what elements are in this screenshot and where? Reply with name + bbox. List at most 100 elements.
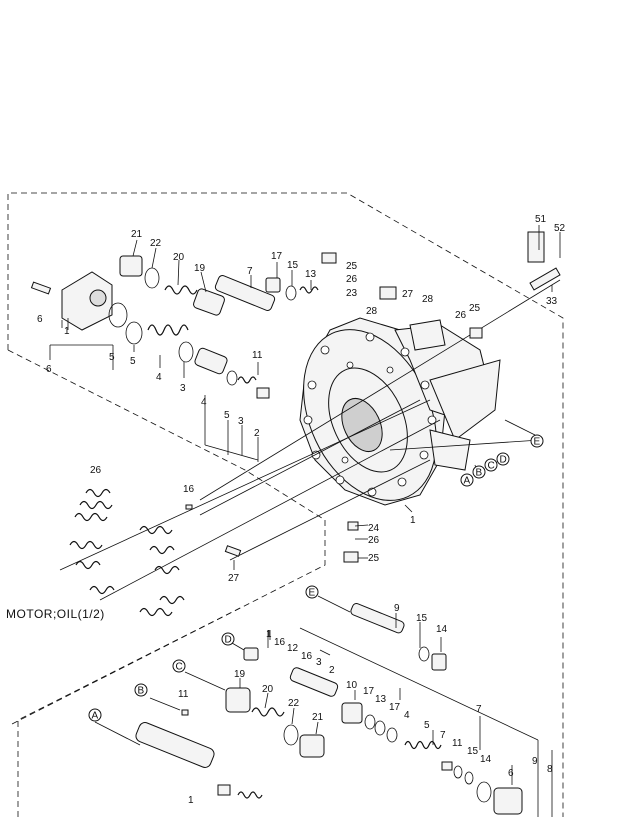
diagram-caption: MOTOR;OIL(1/2) [6,607,105,621]
callout-2: 2 [254,428,260,439]
callout-3: 3 [316,657,322,668]
spool-a-lower [135,722,215,768]
callout-19: 19 [194,263,206,274]
bolt-33 [529,267,561,291]
pin-7c [441,761,453,771]
callout-6: 6 [37,314,43,325]
o-ring-22b [283,724,299,746]
pin-11b [181,709,189,716]
callout-27: 27 [402,289,414,300]
motor-housing [299,317,501,506]
ref-letter-e: E [309,588,316,599]
callout-labels: 51 52 33 21 22 20 19 7 17 15 13 25 26 23… [37,214,566,806]
callout-14: 14 [436,624,448,635]
callout-14: 14 [480,754,492,765]
plug-26b [469,327,483,339]
spring-13a [299,286,319,294]
pin-16a [185,504,193,510]
callout-11: 11 [178,689,189,700]
callout-16: 16 [301,651,313,662]
plug-21a [119,255,143,277]
plug-25a [321,252,337,264]
ref-letter-a: A [92,711,99,722]
spool-19b [225,687,251,713]
spring-cluster-26 [69,488,185,617]
callout-16: 16 [183,484,195,495]
flange-bolt-holes [303,332,437,497]
plug-10a [341,702,363,724]
callout-9: 9 [532,756,538,767]
callout-9: 9 [394,603,400,614]
plug-17a [265,277,281,293]
pin-2a [256,387,270,399]
ref-letter-c: C [488,461,495,472]
callout-11: 11 [452,738,463,749]
callout-7: 7 [247,266,253,277]
callout-22: 22 [150,238,162,249]
ref-letter-a: A [464,476,471,487]
callout-11: 11 [252,350,263,361]
plug-14a [431,653,447,671]
callout-1: 1 [410,515,416,526]
callout-20: 20 [262,684,274,695]
spool-19a [193,288,225,316]
ref-letter-d: D [225,635,232,646]
callout-17: 17 [389,702,401,713]
callout-23: 23 [346,288,358,299]
callout-27: 27 [228,573,240,584]
plate-51 [527,231,545,263]
o-ring-17c [386,727,398,743]
callout-28: 28 [422,294,434,305]
cover-block-1 [61,271,113,331]
ref-letter-b: B [138,686,145,697]
callout-4: 4 [404,710,410,721]
callout-4: 4 [156,372,162,383]
callout-13: 13 [375,694,387,705]
callout-10: 10 [346,680,358,691]
ref-letter-d: D [500,455,507,466]
o-ring-22a [144,267,160,289]
leader-lines [49,225,561,817]
spool-7a [214,275,276,311]
callout-5: 5 [424,720,430,731]
spring-5d [404,740,442,750]
upper-group-boundary-lower [7,349,326,726]
o-ring-15b [418,646,430,662]
upper-group-boundary [7,192,564,817]
callout-28: 28 [366,306,378,317]
callout-1: 1 [64,326,70,337]
bolt-6 [30,281,52,295]
callout-17: 17 [271,251,283,262]
o-ring-11c [453,765,463,779]
callout-19: 19 [234,669,246,680]
callout-16: 16 [274,637,286,648]
callout-13: 13 [305,269,317,280]
callout-17: 17 [363,686,375,697]
o-ring-14b [476,781,492,803]
spool-2b [289,667,339,697]
plug-d [243,647,259,661]
spring-20b [251,707,285,717]
callout-52: 52 [554,223,566,234]
callout-26: 26 [455,310,467,321]
callout-25: 25 [368,553,380,564]
ref-letter-c: C [176,662,183,673]
callout-26: 26 [346,274,358,285]
callout-25: 25 [469,303,481,314]
o-ring-3a [178,341,194,363]
plunger-4b [194,347,228,375]
spring-3b [237,376,257,384]
o-ring-15c [464,771,474,785]
spring-20a [164,285,198,295]
spool-9a [350,603,405,634]
o-ring-5a [108,302,128,328]
callout-24: 24 [368,523,380,534]
callout-33: 33 [546,296,558,307]
callout-20: 20 [173,252,185,263]
callout-4: 4 [201,397,207,408]
callout-26: 26 [368,535,380,546]
callout-22: 22 [288,698,300,709]
callout-1: 1 [266,629,272,640]
plug-25c [343,551,359,563]
